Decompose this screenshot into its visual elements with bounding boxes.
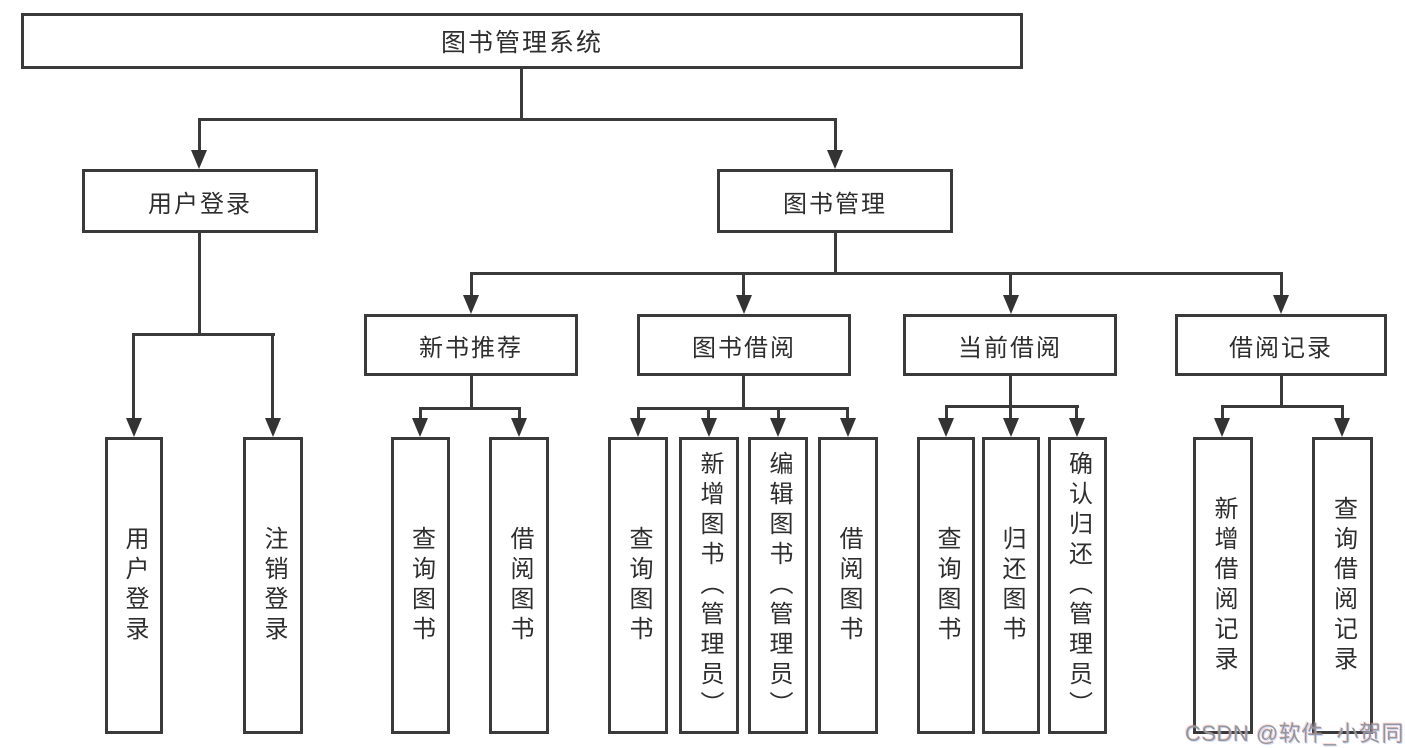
arrow-down-icon <box>630 418 646 437</box>
node-current-borrowing: 当前借阅 <box>903 314 1117 376</box>
leaf-logout-login: 注销登录 <box>243 437 303 734</box>
leaf-label: 用户登录 <box>121 525 148 646</box>
connector-line <box>470 272 473 298</box>
connector-line <box>834 118 837 155</box>
arrow-down-icon <box>770 418 786 437</box>
connector-line <box>198 118 201 155</box>
node-borrowing-records: 借阅记录 <box>1175 314 1387 376</box>
arrow-down-icon <box>1003 295 1019 314</box>
connector-line <box>1075 405 1078 421</box>
arrow-down-icon <box>191 150 207 169</box>
connector-line <box>518 407 521 421</box>
connector-line <box>1221 405 1224 421</box>
connector-line <box>707 407 710 421</box>
arrow-down-icon <box>1273 295 1289 314</box>
arrow-down-icon <box>827 150 843 169</box>
leaf-user-login: 用户登录 <box>105 437 163 734</box>
leaf-confirm-return-admin: 确认归还（管理员） <box>1048 437 1107 734</box>
node-new-book-recommendation: 新书推荐 <box>364 314 578 376</box>
node-user-login: 用户登录 <box>82 169 318 233</box>
node-root: 图书管理系统 <box>21 13 1023 69</box>
connector-line <box>846 407 849 421</box>
connector-line <box>271 333 274 421</box>
connector-line <box>1280 272 1283 298</box>
arrow-down-icon <box>126 418 142 437</box>
arrow-down-icon <box>938 418 954 437</box>
connector-line <box>777 407 780 421</box>
leaf-label: 查询图书 <box>933 525 960 646</box>
arrow-down-icon <box>511 418 527 437</box>
leaf-query-books-recommend: 查询图书 <box>391 437 450 734</box>
connector-line <box>637 407 640 421</box>
leaf-label: 借阅图书 <box>835 525 862 646</box>
arrow-down-icon <box>265 418 281 437</box>
arrow-down-icon <box>412 418 428 437</box>
connector-line <box>132 333 275 336</box>
connector-line <box>470 272 1283 275</box>
connector-line <box>419 407 422 421</box>
arrow-down-icon <box>1334 418 1350 437</box>
leaf-edit-books-admin: 编辑图书（管理员） <box>748 437 808 734</box>
leaf-label: 查询图书 <box>625 525 652 646</box>
watermark: CSDN @软件_小贺同学 <box>1185 721 1405 746</box>
connector-line <box>945 405 1079 408</box>
connector-line <box>199 118 837 121</box>
leaf-label: 编辑图书（管理员） <box>765 450 792 721</box>
connector-line <box>198 233 201 335</box>
connector-line <box>520 69 523 119</box>
node-book-borrowing: 图书借阅 <box>637 314 851 376</box>
leaf-add-books-admin: 新增图书（管理员） <box>679 437 739 734</box>
connector-line <box>1009 272 1012 298</box>
connector-line <box>132 333 135 421</box>
leaf-label: 归还图书 <box>998 525 1025 646</box>
leaf-query-books-current: 查询图书 <box>917 437 975 734</box>
arrow-down-icon <box>1003 418 1019 437</box>
leaf-label: 查询图书 <box>407 525 435 646</box>
leaf-borrow-books-recommend: 借阅图书 <box>489 437 549 734</box>
leaf-label: 借阅图书 <box>506 525 533 646</box>
leaf-label: 新增图书（管理员） <box>696 450 723 721</box>
connector-line <box>470 376 473 409</box>
connector-line <box>945 405 948 421</box>
leaf-label: 新增借阅记录 <box>1210 495 1237 676</box>
arrow-down-icon <box>701 418 717 437</box>
connector-line <box>1221 405 1344 408</box>
leaf-add-borrow-record: 新增借阅记录 <box>1193 437 1253 734</box>
connector-line <box>742 272 745 298</box>
arrow-down-icon <box>736 295 752 314</box>
leaf-label: 确认归还（管理员） <box>1064 450 1092 721</box>
leaf-label: 注销登录 <box>260 525 287 646</box>
connector-line <box>1341 405 1344 421</box>
connector-line <box>834 233 837 274</box>
connector-line <box>1009 405 1012 421</box>
leaf-query-borrow-record: 查询借阅记录 <box>1312 437 1373 734</box>
leaf-borrow-books-borrowing: 借阅图书 <box>818 437 878 734</box>
leaf-label: 查询借阅记录 <box>1329 495 1357 676</box>
arrow-down-icon <box>840 418 856 437</box>
connector-line <box>419 407 521 410</box>
connector-line <box>1280 376 1283 407</box>
leaf-query-books-borrowing: 查询图书 <box>608 437 668 734</box>
arrow-down-icon <box>1069 418 1085 437</box>
connector-line <box>742 376 745 409</box>
node-book-management: 图书管理 <box>717 169 953 233</box>
connector-line <box>637 407 849 410</box>
connector-line <box>1009 376 1012 407</box>
leaf-return-books: 归还图书 <box>982 437 1040 734</box>
arrow-down-icon <box>463 295 479 314</box>
arrow-down-icon <box>1214 418 1230 437</box>
